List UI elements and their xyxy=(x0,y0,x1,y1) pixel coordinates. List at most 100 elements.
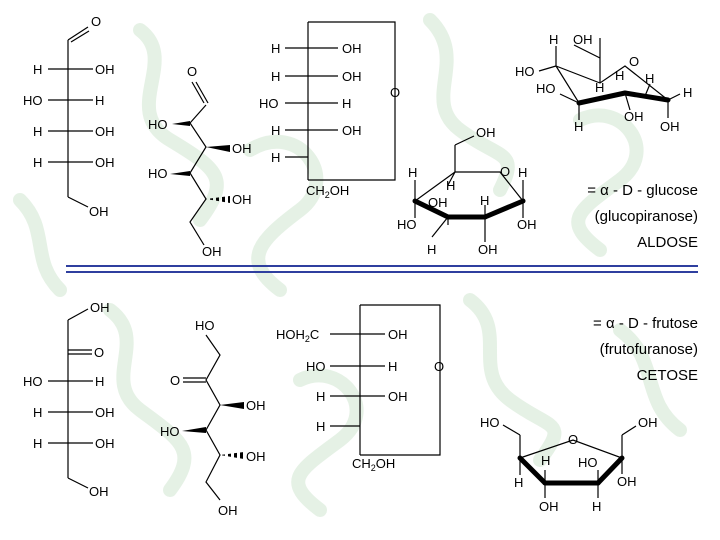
label-h: H xyxy=(33,62,42,77)
label-ho: HO xyxy=(160,424,180,439)
label-oh: OH xyxy=(660,119,680,134)
label-oh: OH xyxy=(95,405,115,420)
label-o: O xyxy=(94,345,104,360)
label-oh: OH xyxy=(428,195,448,210)
label-ch2oh: CH2OH xyxy=(306,183,349,200)
label-h: H xyxy=(645,71,654,86)
label-ho: HO xyxy=(148,117,168,132)
label-h: H xyxy=(446,178,455,193)
label-h: H xyxy=(480,193,489,208)
label-ho: HO xyxy=(397,217,417,232)
label-oh: OH xyxy=(638,415,658,430)
fructose-name: = α - D - frutose xyxy=(593,315,698,332)
label-o: O xyxy=(629,54,639,69)
label-oh: OH xyxy=(573,32,593,47)
label-oh: OH xyxy=(202,244,222,259)
label-ch2oh: CH2OH xyxy=(352,456,395,473)
label-h: H xyxy=(574,119,583,134)
label-h: H xyxy=(518,165,527,180)
label-h: H xyxy=(408,165,417,180)
fructose-haworth: O HO H H OH HO H OH OH xyxy=(480,415,658,514)
label-oh: OH xyxy=(89,204,109,219)
label-o: O xyxy=(500,164,510,179)
label-o: O xyxy=(170,373,180,388)
label-oh: OH xyxy=(476,125,496,140)
fructose-class: CETOSE xyxy=(637,367,698,384)
label-hoh2c: HOH2C xyxy=(276,327,319,344)
label-o: O xyxy=(390,85,400,100)
label-ho: HO xyxy=(23,374,43,389)
glucose-caption: = α - D - glucose (glucopiranose) ALDOSE xyxy=(587,182,698,251)
divider xyxy=(66,265,698,273)
label-h: H xyxy=(595,80,604,95)
glucose-haworth: O OH H H HO OH H H OH H OH xyxy=(397,125,537,257)
label-h: H xyxy=(342,96,351,111)
fructose-ring-fischer: HOH2C OH O HO H H OH H CH2OH xyxy=(276,304,444,473)
label-oh: OH xyxy=(342,69,362,84)
label-oh: OH xyxy=(342,123,362,138)
label-h: H xyxy=(271,41,280,56)
label-oh: OH xyxy=(388,327,408,342)
label-oh: OH xyxy=(517,217,537,232)
label-h: H xyxy=(33,436,42,451)
label-h: H xyxy=(95,374,104,389)
label-h: H xyxy=(427,242,436,257)
label-h: H xyxy=(514,475,523,490)
fructose-ring-type: (frutofuranose) xyxy=(600,341,698,358)
fructose-caption: = α - D - frutose (frutofuranose) CETOSE xyxy=(593,315,698,384)
label-o: O xyxy=(434,359,444,374)
label-h: H xyxy=(316,389,325,404)
label-h: H xyxy=(33,124,42,139)
fructose-fischer: OH O HO H H OH H OH OH xyxy=(23,300,115,499)
label-oh: OH xyxy=(246,449,266,464)
label-oh: OH xyxy=(617,474,637,489)
label-h: H xyxy=(541,453,550,468)
glucose-ring-fischer: O H OH H OH HO H H OH H CH2OH xyxy=(259,21,400,200)
label-oh: OH xyxy=(95,62,115,77)
label-ho: HO xyxy=(480,415,500,430)
label-oh: OH xyxy=(95,124,115,139)
glucose-ring-type: (glucopiranose) xyxy=(595,208,698,225)
label-ho: HO xyxy=(536,81,556,96)
label-h: H xyxy=(271,69,280,84)
label-ho: HO xyxy=(578,455,598,470)
label-ho: HO xyxy=(148,166,168,181)
label-h: H xyxy=(683,85,692,100)
label-h: H xyxy=(388,359,397,374)
label-oh: OH xyxy=(90,300,110,315)
label-oh: OH xyxy=(388,389,408,404)
label-oh: OH xyxy=(478,242,498,257)
label-oh: OH xyxy=(624,109,644,124)
glucose-chair: O H HO OH H HO H H OH H H OH xyxy=(515,32,692,134)
label-h: H xyxy=(549,32,558,47)
background-pattern xyxy=(13,13,687,517)
label-oh: OH xyxy=(95,436,115,451)
label-oh: OH xyxy=(539,499,559,514)
fructose-zigzag: HO O OH HO OH OH xyxy=(160,318,266,518)
label-oh: OH xyxy=(232,141,252,156)
label-h: H xyxy=(271,123,280,138)
label-h: H xyxy=(316,419,325,434)
glucose-fischer: O H OH HO H H OH H OH OH xyxy=(23,14,115,219)
label-o: O xyxy=(91,14,101,29)
label-h: H xyxy=(615,68,624,83)
glucose-zigzag: O HO OH HO OH OH xyxy=(148,64,252,259)
label-h: H xyxy=(33,405,42,420)
label-oh: OH xyxy=(342,41,362,56)
label-o: O xyxy=(568,432,578,447)
label-o: O xyxy=(187,64,197,79)
label-oh: OH xyxy=(218,503,238,518)
label-ho: HO xyxy=(23,93,43,108)
label-h: H xyxy=(95,93,104,108)
label-oh: OH xyxy=(246,398,266,413)
glucose-class: ALDOSE xyxy=(637,234,698,251)
label-h: H xyxy=(33,155,42,170)
label-ho: HO xyxy=(195,318,215,333)
label-oh: OH xyxy=(89,484,109,499)
label-h: H xyxy=(271,150,280,165)
glucose-name: = α - D - glucose xyxy=(587,182,698,199)
label-ho: HO xyxy=(306,359,326,374)
label-h: H xyxy=(592,499,601,514)
